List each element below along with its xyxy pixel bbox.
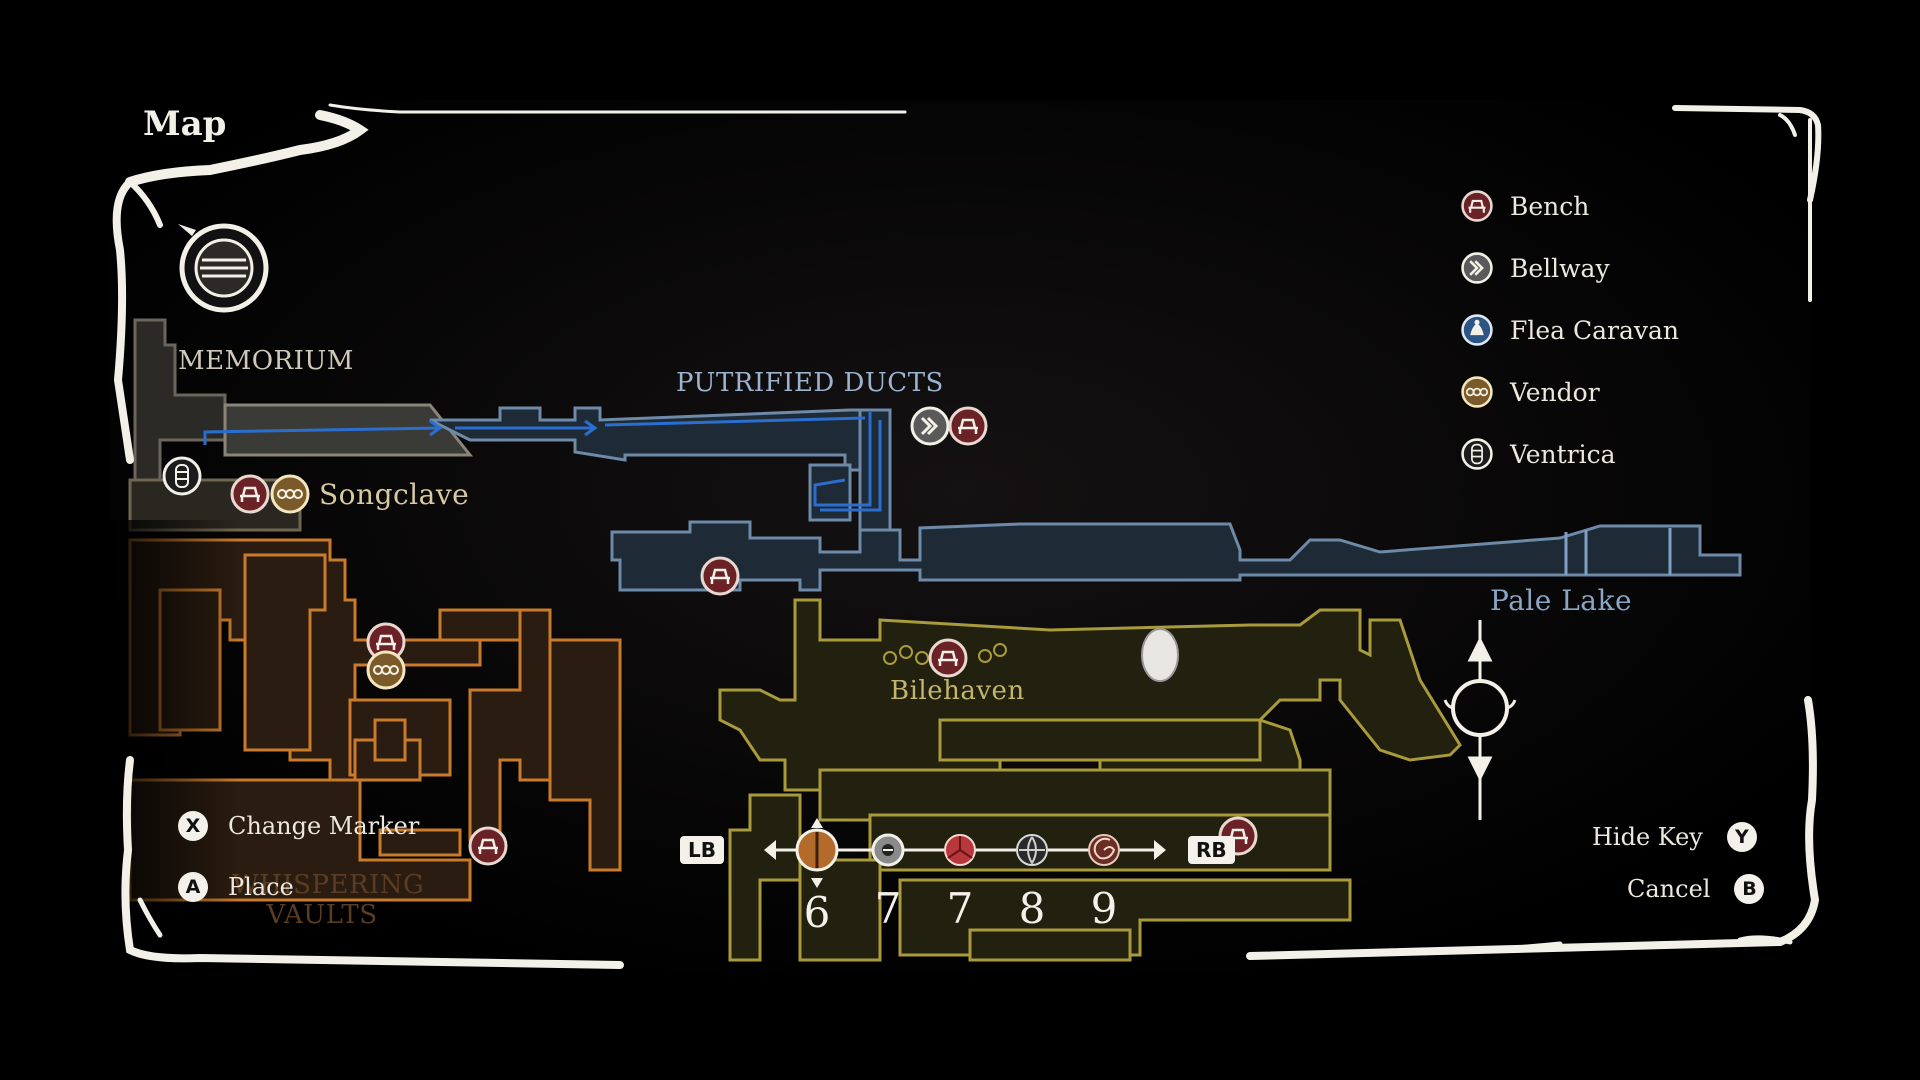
- lb-button[interactable]: LB: [680, 836, 724, 864]
- a-button-icon: A: [178, 872, 208, 902]
- map-pin-bellway[interactable]: [910, 406, 950, 446]
- marker-count: 7: [874, 884, 902, 933]
- flea-caravan-icon: [1461, 314, 1493, 346]
- b-button-icon: B: [1734, 874, 1765, 904]
- area-label-putrified-ducts: PUTRIFIED DUCTS: [676, 368, 944, 398]
- area-label-pale-lake: Pale Lake: [1490, 584, 1633, 617]
- legend-label: Ventrica: [1510, 439, 1616, 469]
- marker-count: 6: [803, 888, 831, 937]
- control-label: Change Marker: [228, 812, 420, 840]
- dark-marker-icon[interactable]: [1014, 832, 1050, 868]
- control-cancel[interactable]: Cancel B: [1627, 874, 1765, 904]
- bench-icon: [1461, 190, 1493, 222]
- marker-count: 7: [946, 884, 974, 933]
- area-label-whispering-vaults: WHISPERING VAULTS: [232, 870, 425, 930]
- control-change-marker[interactable]: X Change Marker: [178, 811, 419, 841]
- legend-item-bench: Bench: [1460, 186, 1589, 226]
- control-label: Cancel: [1627, 875, 1711, 903]
- vendor-icon: [1461, 376, 1493, 408]
- map-pin-bench[interactable]: [366, 622, 406, 662]
- page-title: Map: [143, 104, 227, 144]
- rb-button[interactable]: RB: [1188, 836, 1235, 864]
- legend-item-bellway: Bellway: [1460, 248, 1610, 288]
- route-path: [203, 412, 882, 512]
- legend-label: Bellway: [1510, 253, 1610, 283]
- memorium-emblem-icon: [178, 222, 270, 314]
- spiral-marker-icon[interactable]: [1086, 832, 1122, 868]
- map-pin-bench[interactable]: [948, 406, 988, 446]
- red-marker-icon[interactable]: [942, 832, 978, 868]
- ring-marker-icon[interactable]: [870, 832, 906, 868]
- y-button-icon: Y: [1726, 822, 1757, 852]
- bilehaven-decoration: [883, 643, 1007, 665]
- marker-count: 8: [1018, 884, 1046, 933]
- control-hide-key[interactable]: Hide Key Y: [1592, 822, 1757, 852]
- legend-label: Vendor: [1510, 377, 1600, 407]
- shell-marker-icon[interactable]: [793, 818, 841, 888]
- area-label-memorium: MEMORIUM: [178, 346, 354, 376]
- map-pin-ventrica[interactable]: [162, 456, 202, 496]
- control-place[interactable]: A Place: [178, 872, 294, 902]
- bellway-icon: [1461, 252, 1493, 284]
- x-button-icon: X: [178, 811, 208, 841]
- bilehaven-region: [718, 598, 1462, 962]
- map-pin-bench[interactable]: [700, 556, 740, 596]
- map-pin-vendor[interactable]: [366, 650, 406, 690]
- legend-label: Flea Caravan: [1510, 315, 1680, 345]
- map-pin-bench[interactable]: [468, 826, 508, 866]
- marker-count: 9: [1090, 884, 1118, 933]
- area-label-bilehaven: Bilehaven: [890, 676, 1025, 706]
- control-label: Hide Key: [1592, 823, 1703, 851]
- legend-label: Bench: [1510, 191, 1590, 221]
- area-label-songclave: Songclave: [319, 478, 470, 511]
- cocoon-marker: [1141, 628, 1179, 682]
- map-pin-bench[interactable]: [230, 474, 270, 514]
- legend-item-flea-caravan: Flea Caravan: [1460, 310, 1679, 350]
- map-pin-vendor[interactable]: [270, 474, 310, 514]
- legend-item-ventrica: Ventrica: [1460, 434, 1616, 474]
- map-pin-bench[interactable]: [928, 638, 968, 678]
- legend-item-vendor: Vendor: [1460, 372, 1600, 412]
- control-label: Place: [228, 873, 294, 901]
- ventrica-icon: [1461, 438, 1493, 470]
- compass-ornament: [1443, 620, 1517, 820]
